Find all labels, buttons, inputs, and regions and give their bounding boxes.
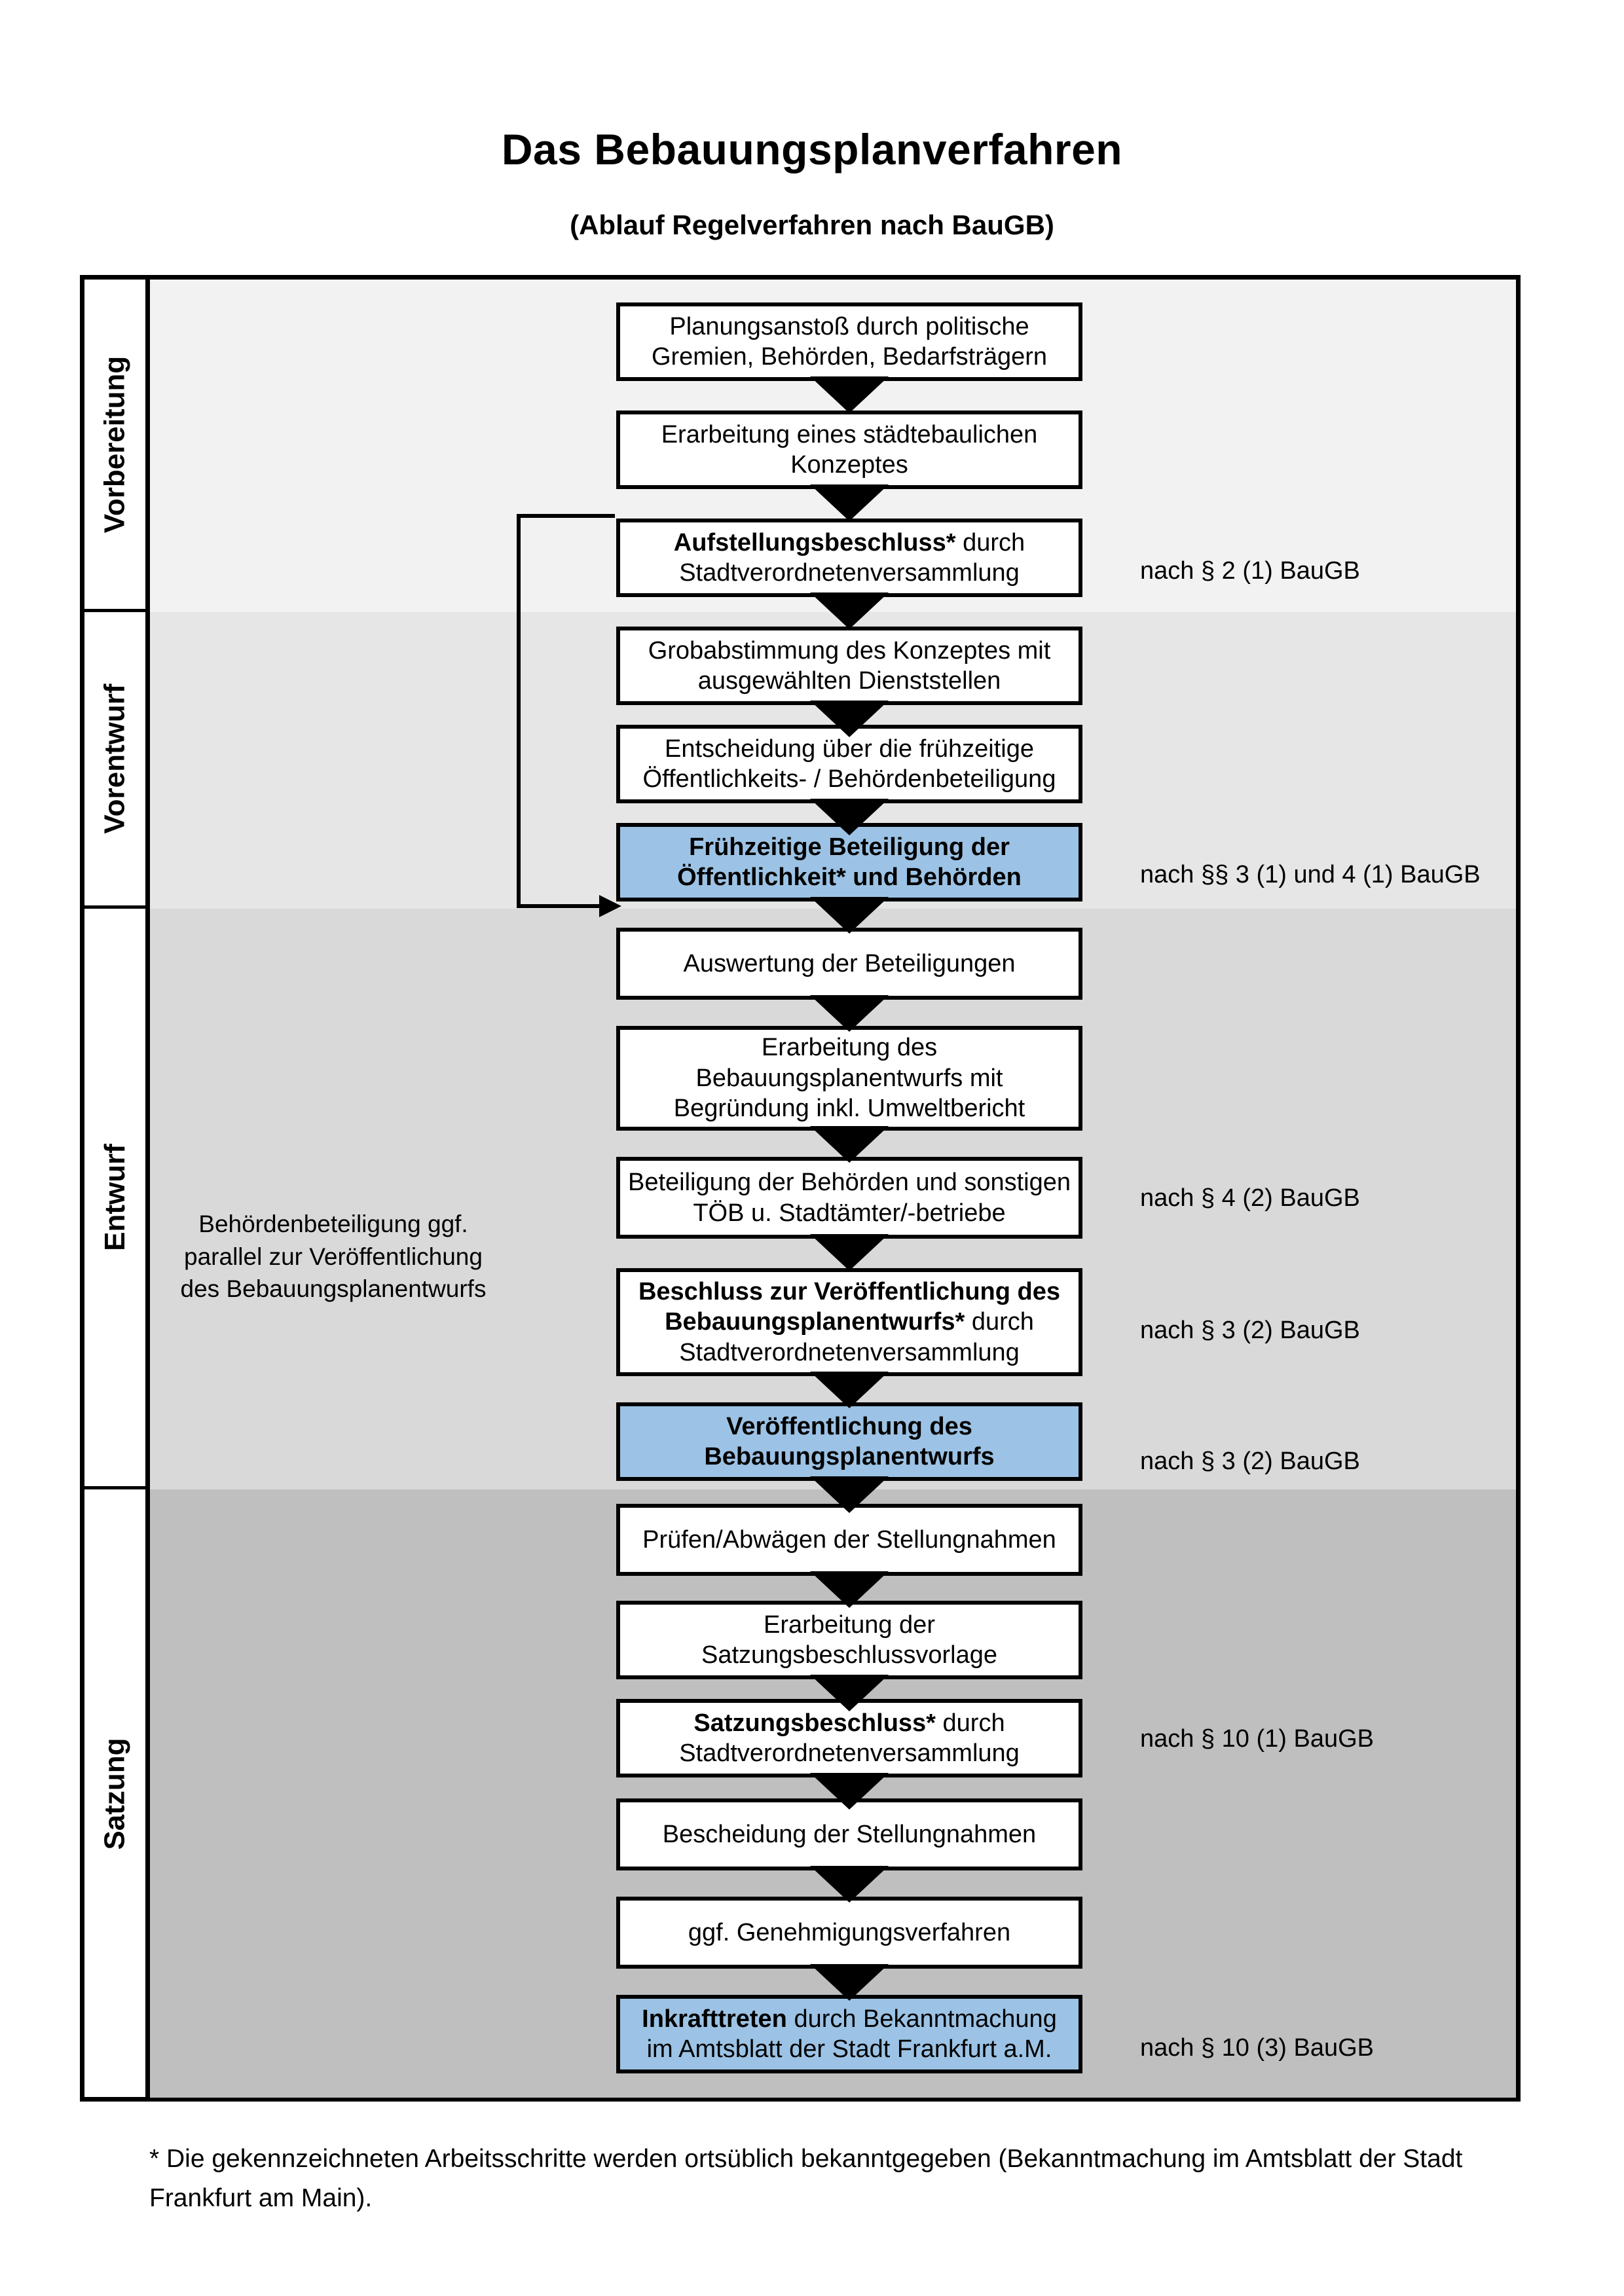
step-box-17[interactable]: Inkrafttreten durch Bekanntmachung im Am…: [616, 1995, 1082, 2073]
phase-label-vorbereitung: Vorbereitung: [84, 280, 145, 612]
page-title: Das Bebauungsplanverfahren: [501, 125, 1123, 173]
legal-note-step-11: nach § 3 (2) BauGB: [1140, 1448, 1360, 1475]
phase-label-satzung: Satzung: [84, 1489, 145, 2098]
step-4-text: Grobabstimmung des Konzeptes mit ausgewä…: [648, 636, 1051, 695]
footnote-text: * Die gekennzeichneten Arbeitsschritte w…: [149, 2145, 1463, 2213]
step-box-6[interactable]: Frühzeitige Beteiligung der Öffentlichke…: [616, 823, 1082, 902]
step-13-text: Erarbeitung der Satzungsbeschlussvorlage: [701, 1611, 998, 1669]
phase-label-vorbereitung-text: Vorbereitung: [98, 355, 131, 533]
phase-label-vorentwurf: Vorentwurf: [84, 612, 145, 909]
step-box-1[interactable]: Planungsanstoß durch politische Gremien,…: [616, 302, 1082, 381]
step-9-text: Beteiligung der Behörden und sonstigen T…: [627, 1169, 1071, 1227]
step-box-4[interactable]: Grobabstimmung des Konzeptes mit ausgewä…: [616, 627, 1082, 705]
step-box-9[interactable]: Beteiligung der Behörden und sonstigen T…: [616, 1157, 1082, 1239]
page-subtitle: (Ablauf Regelverfahren nach BauGB): [570, 210, 1054, 240]
phase-label-entwurf: Entwurf: [84, 909, 145, 1489]
step-box-8[interactable]: Erarbeitung des Bebauungsplanentwurfs mi…: [616, 1026, 1082, 1131]
legal-note-step-9: nach § 4 (2) BauGB: [1140, 1184, 1360, 1212]
legal-note-step-3: nach § 2 (1) BauGB: [1140, 557, 1360, 585]
step-box-13[interactable]: Erarbeitung der Satzungsbeschlussvorlage: [616, 1601, 1082, 1679]
step-11-text: Veröffentlichung des Bebauungsplanentwur…: [704, 1412, 995, 1470]
step-2-text: Erarbeitung eines städtebaulichen Konzep…: [661, 420, 1038, 479]
step-8-text: Erarbeitung des Bebauungsplanentwurfs mi…: [673, 1034, 1025, 1123]
step-box-16[interactable]: ggf. Genehmigungsverfahren: [616, 1897, 1082, 1969]
legal-note-step-6: nach §§ 3 (1) und 4 (1) BauGB: [1140, 861, 1481, 888]
step-box-12[interactable]: Prüfen/Abwägen der Stellungnahmen: [616, 1504, 1082, 1576]
loop-connector-top-segment: [517, 514, 615, 518]
step-6-text: Frühzeitige Beteiligung der Öffentlichke…: [677, 833, 1022, 891]
step-3-text: Aufstellungsbeschluss* durch Stadtverord…: [673, 528, 1025, 587]
step-15-text: Bescheidung der Stellungnahmen: [662, 1820, 1037, 1848]
phase-label-vorentwurf-text: Vorentwurf: [98, 683, 131, 834]
step-12-text: Prüfen/Abwägen der Stellungnahmen: [642, 1525, 1056, 1554]
step-box-10[interactable]: Beschluss zur Veröffentlichung des Bebau…: [616, 1268, 1082, 1376]
loop-connector-vertical-segment: [517, 514, 521, 908]
legal-note-step-17: nach § 10 (3) BauGB: [1140, 2034, 1374, 2062]
step-box-7[interactable]: Auswertung der Beteiligungen: [616, 928, 1082, 1000]
step-17-text: Inkrafttreten durch Bekanntmachung im Am…: [642, 2005, 1057, 2063]
step-box-2[interactable]: Erarbeitung eines städtebaulichen Konzep…: [616, 410, 1082, 489]
loop-connector-bottom-segment: [517, 904, 602, 908]
step-box-3[interactable]: Aufstellungsbeschluss* durch Stadtverord…: [616, 519, 1082, 597]
flowchart-frame: Vorbereitung Vorentwurf Entwurf Satzung …: [80, 275, 1521, 2102]
step-1-text: Planungsanstoß durch politische Gremien,…: [651, 312, 1048, 371]
step-16-text: ggf. Genehmigungsverfahren: [688, 1918, 1011, 1946]
phase-label-column: Vorbereitung Vorentwurf Entwurf Satzung: [84, 280, 150, 2097]
step-14-text: Satzungsbeschluss* durch Stadtverordnete…: [679, 1709, 1020, 1767]
step-10-text: Beschluss zur Veröffentlichung des Bebau…: [638, 1277, 1061, 1366]
phase-label-entwurf-text: Entwurf: [98, 1144, 131, 1251]
step-5-text: Entscheidung über die frühzeitige Öffent…: [642, 735, 1056, 793]
step-box-11[interactable]: Veröffentlichung des Bebauungsplanentwur…: [616, 1402, 1082, 1481]
phase-label-satzung-text: Satzung: [98, 1737, 131, 1850]
legal-note-step-10: nach § 3 (2) BauGB: [1140, 1317, 1360, 1344]
side-note-behoerdenbeteiligung: Behördenbeteiligung ggf. parallel zur Ve…: [180, 1211, 487, 1303]
step-7-text: Auswertung der Beteiligungen: [683, 949, 1016, 977]
legal-note-step-14: nach § 10 (1) BauGB: [1140, 1725, 1374, 1753]
